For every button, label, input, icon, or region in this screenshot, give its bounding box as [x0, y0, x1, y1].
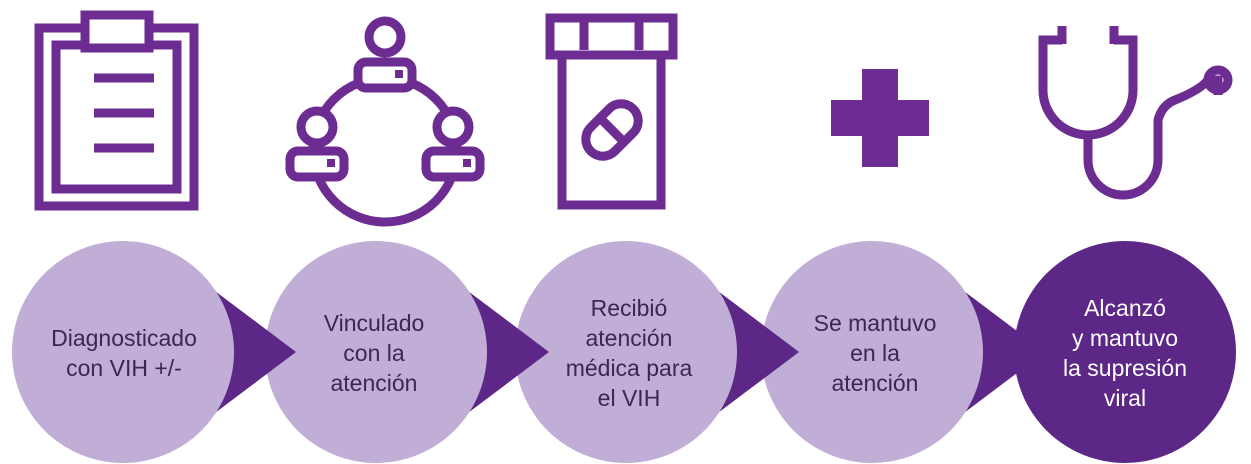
step-5-line-2: y mantuvo	[1071, 325, 1179, 351]
step-5-line-4: viral	[1103, 385, 1147, 411]
step-1-line-2: con VIH +/-	[66, 355, 182, 381]
step-2-circle	[265, 241, 487, 463]
plus-icon	[831, 69, 929, 167]
step-5-circle	[1014, 241, 1236, 463]
step-2-line-3: atención	[330, 370, 418, 396]
stethoscope-icon	[1038, 26, 1233, 200]
step-3-line-1: Recibió	[590, 295, 668, 321]
icons-row	[34, 10, 1233, 227]
step-2-label: Vinculado con la atención	[259, 278, 489, 428]
step-4-line-3: atención	[831, 370, 919, 396]
step-1-line-1: Diagnosticado	[51, 325, 197, 351]
step-3-label: Recibió atención médica para el VIH	[514, 268, 744, 438]
step-5-line-3: la supresión	[1062, 355, 1188, 381]
people-circle-icon	[285, 16, 485, 227]
step-4-circle	[761, 241, 983, 463]
step-1-label: Diagnosticado con VIH +/-	[0, 278, 248, 428]
step-2-line-1: Vinculado	[323, 310, 425, 336]
step-1-circle	[12, 241, 234, 463]
step-4-label: Se mantuvo en la atención	[760, 278, 990, 428]
step-4-line-1: Se mantuvo	[813, 310, 937, 336]
step-5-line-1: Alcanzó	[1084, 295, 1166, 321]
step-3-circle	[515, 241, 737, 463]
people-badges	[327, 70, 471, 167]
step-3-line-4: el VIH	[597, 385, 661, 411]
step-4-line-2: en la	[850, 340, 900, 366]
step-3-line-2: atención	[585, 325, 673, 351]
step-3-line-3: médica para	[565, 355, 693, 381]
pill-bottle-icon	[545, 13, 678, 210]
clipboard-icon	[34, 10, 199, 211]
step-2-line-2: con la	[343, 340, 405, 366]
step-5-label: Alcanzó y mantuvo la supresión viral	[1010, 268, 1240, 438]
